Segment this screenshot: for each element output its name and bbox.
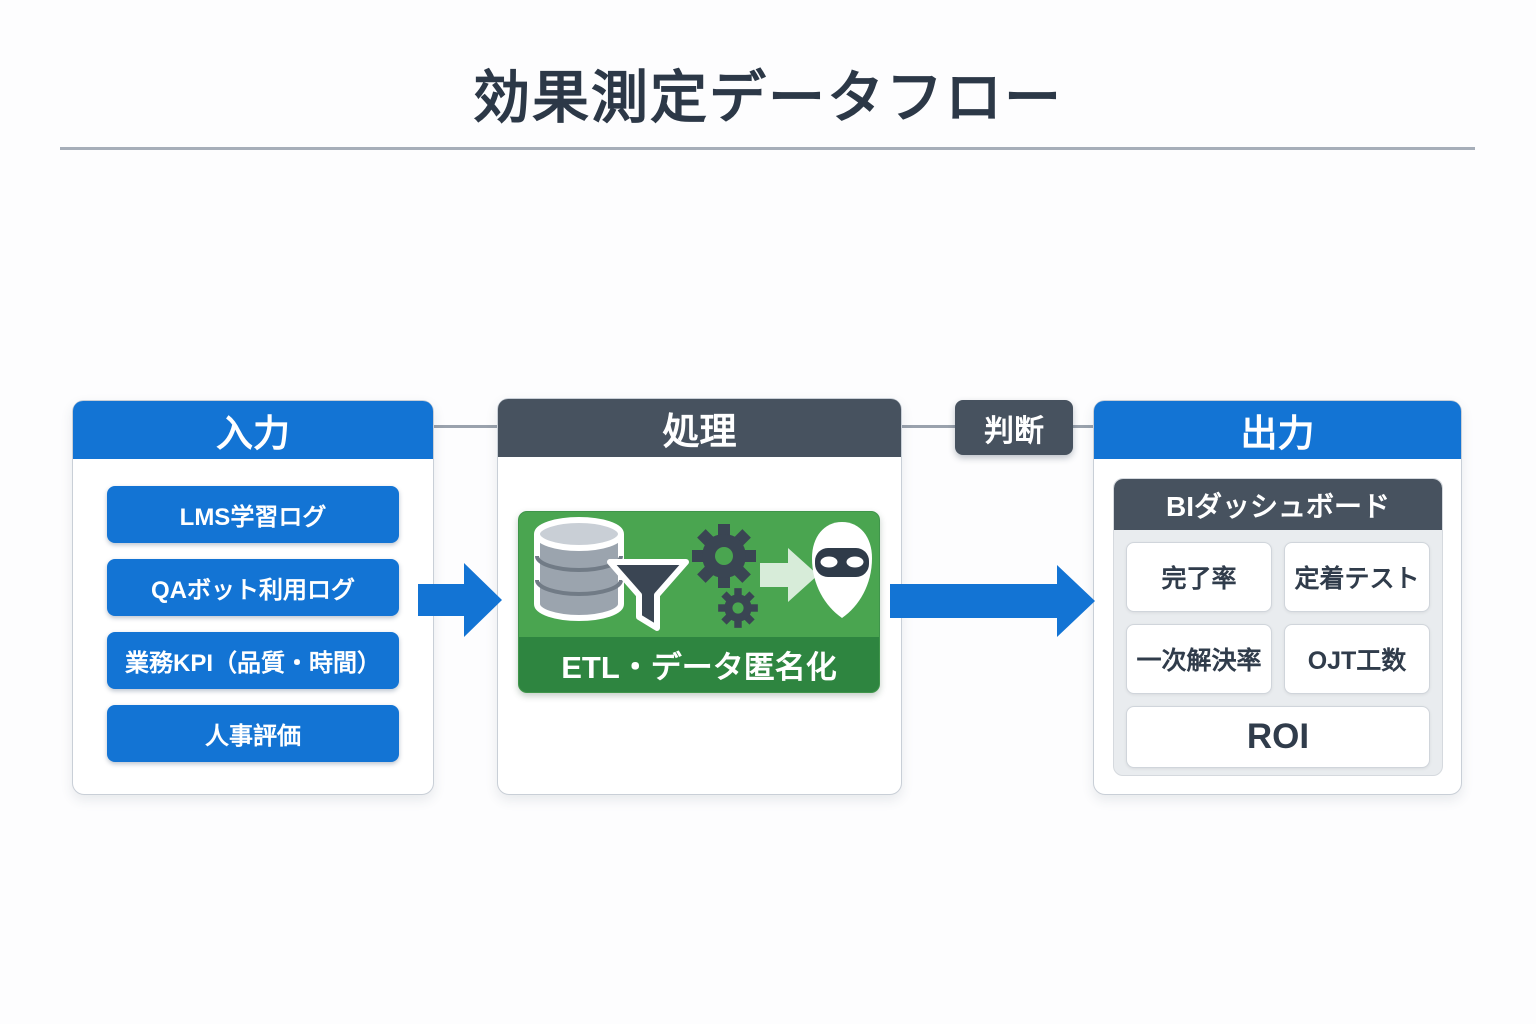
tile-completion-rate: 完了率 [1126,542,1272,612]
bi-tile-grid: 完了率 定着テスト 一次解決率 OJT工数 ROI [1114,530,1442,775]
connector-input-process [431,425,497,428]
etl-caption: ETL・データ匿名化 [519,637,879,692]
input-item-hr-evaluation: 人事評価 [107,705,399,762]
tile-ojt-hours: OJT工数 [1284,624,1430,694]
tile-retention-test: 定着テスト [1284,542,1430,612]
arrow-icon [760,548,818,602]
tile-roi: ROI [1126,706,1430,768]
input-item-lms-log: LMS学習ログ [107,486,399,543]
flow-arrow-input-to-process [418,563,502,637]
process-header: 処理 [498,399,901,457]
decision-box: 判断 [955,400,1073,455]
gear-small-icon [718,588,758,628]
gear-icon [692,524,756,588]
process-column: 処理 [497,398,902,795]
bi-dashboard-panel: BIダッシュボード 完了率 定着テスト 一次解決率 OJT工数 ROI [1113,478,1443,776]
funnel-icon [607,559,689,631]
input-header: 入力 [73,401,433,459]
connector-decision-output [1072,425,1094,428]
etl-icon-row [519,512,879,637]
etl-box: ETL・データ匿名化 [518,511,880,693]
input-item-list: LMS学習ログ QAボット利用ログ 業務KPI（品質・時間） 人事評価 [73,459,433,762]
title-divider [60,147,1475,150]
output-header: 出力 [1094,401,1461,459]
tile-first-resolution-rate: 一次解決率 [1126,624,1272,694]
connector-process-decision [899,425,955,428]
input-column: 入力 LMS学習ログ QAボット利用ログ 業務KPI（品質・時間） 人事評価 [72,400,434,795]
decision-label: 判断 [984,414,1044,448]
flow-arrow-process-to-output [890,565,1095,637]
page-title: 効果測定データフロー [473,66,1063,130]
database-icon [534,517,624,621]
output-column: 出力 BIダッシュボード 完了率 定着テスト 一次解決率 OJT工数 ROI [1093,400,1462,795]
mask-icon [812,522,872,618]
bi-dashboard-title: BIダッシュボード [1114,479,1442,530]
input-item-qa-bot-log: QAボット利用ログ [107,559,399,616]
input-item-business-kpi: 業務KPI（品質・時間） [107,632,399,689]
etl-icons-graphic [534,517,872,631]
